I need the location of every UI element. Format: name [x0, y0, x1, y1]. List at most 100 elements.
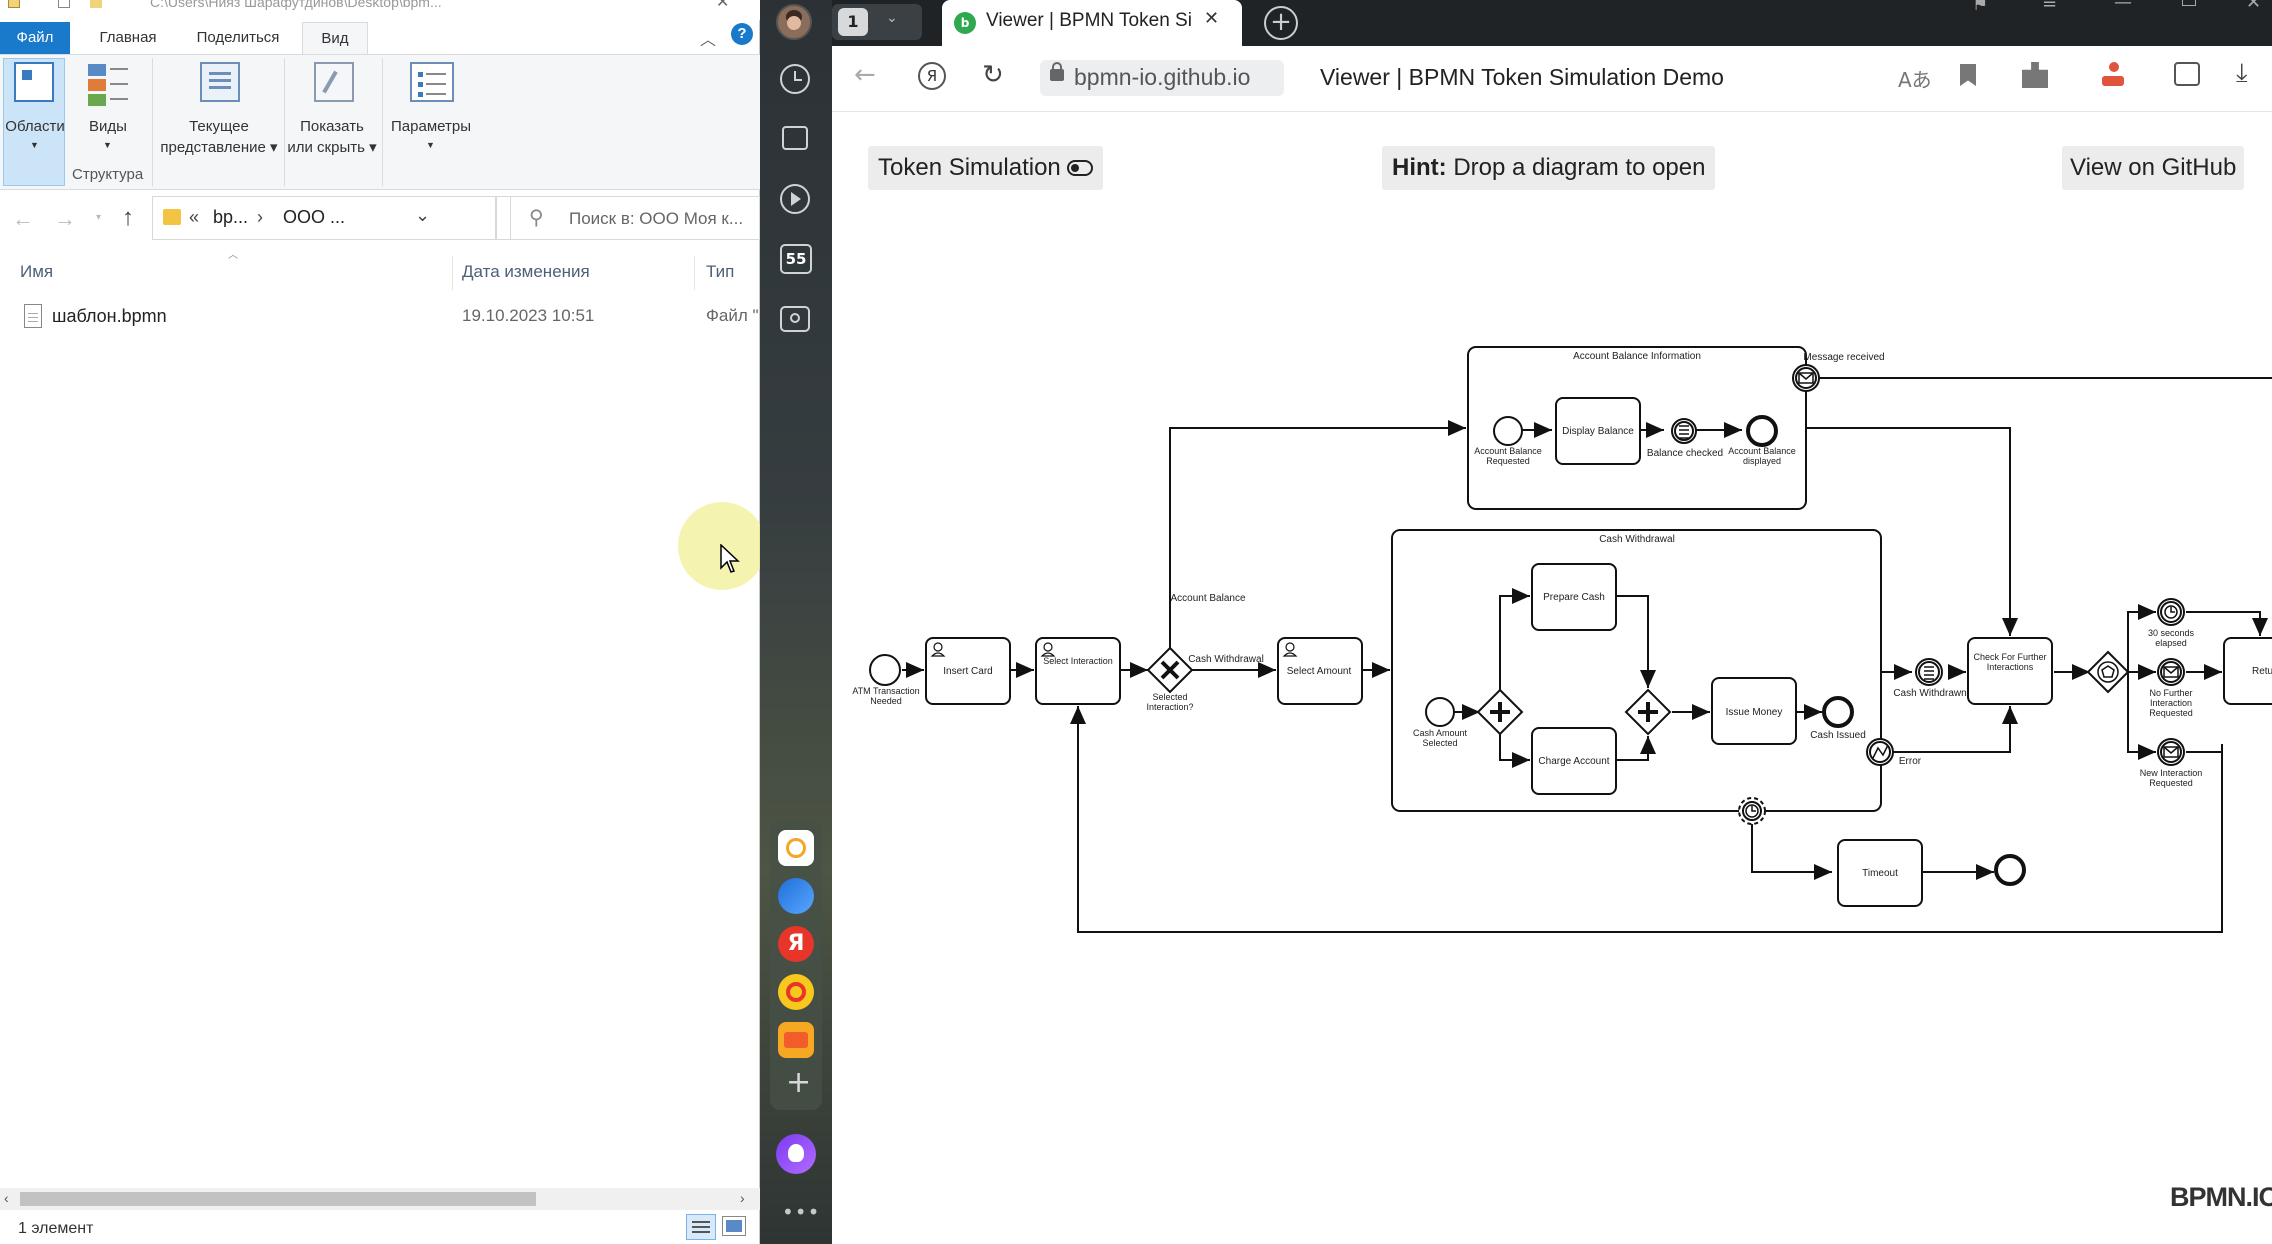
yandex-icon[interactable]: Я — [778, 926, 814, 962]
browser-tab-active[interactable]: b Viewer | BPMN Token Si ✕ — [942, 0, 1242, 46]
task-timeout: Timeout — [1862, 868, 1898, 879]
url-chip[interactable]: bpmn-io.github.io — [1040, 60, 1284, 96]
bookmark-icon[interactable] — [1960, 64, 1976, 86]
screenshot-icon[interactable] — [780, 306, 810, 332]
bookmark-tab-icon[interactable]: ⚑ — [1972, 0, 1989, 15]
status-item-count: 1 элемент — [18, 1220, 94, 1237]
new-folder-icon[interactable] — [90, 0, 102, 8]
task-return-card: Return C — [2252, 666, 2272, 677]
task-select-interaction: Select Interaction — [1043, 656, 1113, 666]
help-icon[interactable]: ? — [731, 23, 753, 45]
media-icon[interactable] — [780, 184, 810, 214]
alice-icon[interactable] — [776, 1134, 816, 1174]
gateway-selected: Selected Interaction? — [1146, 692, 1194, 712]
subprocess-cash-withdrawal — [1391, 529, 1882, 812]
title-bar: C:\Users\Нияз Шарафутдинов\Desktop\bpm..… — [0, 0, 760, 20]
scroll-right-icon[interactable]: › — [740, 1190, 745, 1206]
translate-icon[interactable]: Aあ — [1898, 68, 1932, 92]
tracker-icon[interactable] — [778, 830, 814, 866]
close-window-icon[interactable]: ✕ — [2246, 0, 2262, 13]
panes-label: Области — [5, 118, 65, 135]
toggle-icon — [1067, 160, 1094, 176]
reload-icon[interactable]: ↻ — [982, 60, 1004, 90]
chevron-down-icon: ▼ — [30, 140, 39, 150]
close-tab-icon[interactable]: ✕ — [1204, 8, 1220, 29]
options-label[interactable]: Параметры — [391, 118, 471, 135]
search-input[interactable]: ⚲ Поиск в: ООО Моя к... — [510, 196, 760, 240]
current-view-line1: Текущее — [189, 118, 249, 135]
github-link[interactable]: View on GitHub — [2062, 146, 2245, 190]
messenger-icon[interactable] — [778, 878, 814, 914]
up-icon[interactable]: ↑ — [122, 204, 134, 231]
file-name[interactable]: шаблон.bpmn — [52, 306, 167, 326]
bpmn-extension-icon[interactable] — [2102, 62, 2124, 88]
lane-withdraw: Cash Withdrawal — [1599, 534, 1675, 545]
event-message-received: Message received — [1803, 352, 1884, 363]
flow-cash-withdrawal: Cash Withdrawal — [1188, 654, 1264, 665]
services-panel — [770, 820, 822, 1110]
search-placeholder: Поиск в: ООО Моя к... — [569, 209, 744, 228]
minimize-icon[interactable]: — — [2114, 0, 2132, 13]
file-type: Файл " — [706, 306, 759, 325]
new-tab-icon[interactable]: + — [1264, 6, 1298, 40]
history-icon[interactable] — [780, 64, 810, 94]
bpmn-io-logo[interactable]: BPMN.IO — [2170, 1182, 2272, 1212]
address-segment[interactable]: bp... — [213, 207, 249, 227]
sidebar-panel-icon[interactable] — [2174, 62, 2200, 86]
column-divider[interactable] — [452, 256, 453, 290]
properties-icon[interactable] — [58, 0, 70, 8]
avatar[interactable] — [776, 4, 812, 40]
event-balance-requested: Account Balance Requested — [1474, 446, 1542, 466]
current-view-icon[interactable] — [200, 62, 240, 102]
horizontal-scrollbar[interactable]: ‹ › — [0, 1188, 760, 1210]
chevron-down-icon[interactable]: ⌄ — [886, 10, 898, 26]
forward-icon[interactable]: → — [54, 206, 76, 231]
show-hide-icon[interactable] — [314, 62, 354, 102]
ribbon-separator — [284, 58, 285, 186]
show-hide-line2: или скрыть — [287, 139, 365, 156]
scroll-left-icon[interactable]: ‹ — [4, 1190, 9, 1206]
yandex-home-icon[interactable]: Я — [918, 62, 946, 90]
details-view-icon[interactable] — [686, 1214, 716, 1240]
column-divider[interactable] — [694, 256, 695, 290]
large-icons-view-icon[interactable] — [722, 1216, 746, 1236]
table-row[interactable]: шаблон.bpmn 19.10.2023 10:51 Файл " — [0, 298, 760, 338]
tab-file[interactable]: Файл — [0, 22, 70, 54]
scrollbar-thumb[interactable] — [20, 1192, 536, 1206]
menu-icon[interactable]: ≡ — [2042, 0, 2058, 13]
mail-icon[interactable] — [778, 1022, 814, 1058]
ribbon-separator — [152, 58, 153, 186]
recent-locations-icon[interactable]: ▾ — [96, 212, 102, 223]
views-icon[interactable] — [88, 64, 130, 106]
maximize-icon[interactable] — [2182, 0, 2196, 6]
tab-home[interactable]: Главная — [99, 29, 157, 46]
chevron-right-icon: › — [257, 207, 263, 227]
back-icon[interactable]: ← — [854, 60, 876, 90]
event-atm: ATM Transaction Needed — [852, 686, 920, 706]
chevron-down-icon[interactable]: ⌄ — [415, 205, 431, 225]
col-name[interactable]: Имя — [20, 262, 54, 281]
extension-icon[interactable] — [2022, 62, 2048, 88]
address-segment[interactable]: ООО ... — [283, 207, 346, 227]
tab-view[interactable]: Вид — [302, 22, 368, 54]
back-icon[interactable]: ← — [12, 206, 34, 231]
token-simulation-button[interactable]: Token Simulation — [868, 146, 1104, 190]
tab-share[interactable]: Поделиться — [196, 29, 280, 46]
music-icon[interactable] — [778, 974, 814, 1010]
collections-icon[interactable] — [782, 126, 808, 150]
col-date[interactable]: Дата изменения — [462, 262, 590, 281]
views-label[interactable]: Виды — [89, 118, 127, 135]
add-service-icon[interactable]: + — [786, 1065, 812, 1100]
options-icon[interactable] — [410, 62, 454, 102]
tab-group-switcher[interactable]: 1 ⌄ — [832, 4, 922, 40]
col-type[interactable]: Тип — [706, 262, 735, 281]
address-bar[interactable]: « bp... › ООО ... ⌄ — [152, 196, 496, 240]
download-icon[interactable]: ⤓ — [2236, 58, 2248, 88]
close-icon[interactable]: ✕ — [716, 0, 730, 11]
collapse-ribbon-icon[interactable]: ︿ — [700, 32, 717, 49]
badge-55-icon[interactable]: 55 — [780, 244, 812, 274]
more-icon[interactable]: ••• — [782, 1200, 821, 1224]
address-overflow[interactable]: « — [189, 207, 200, 227]
